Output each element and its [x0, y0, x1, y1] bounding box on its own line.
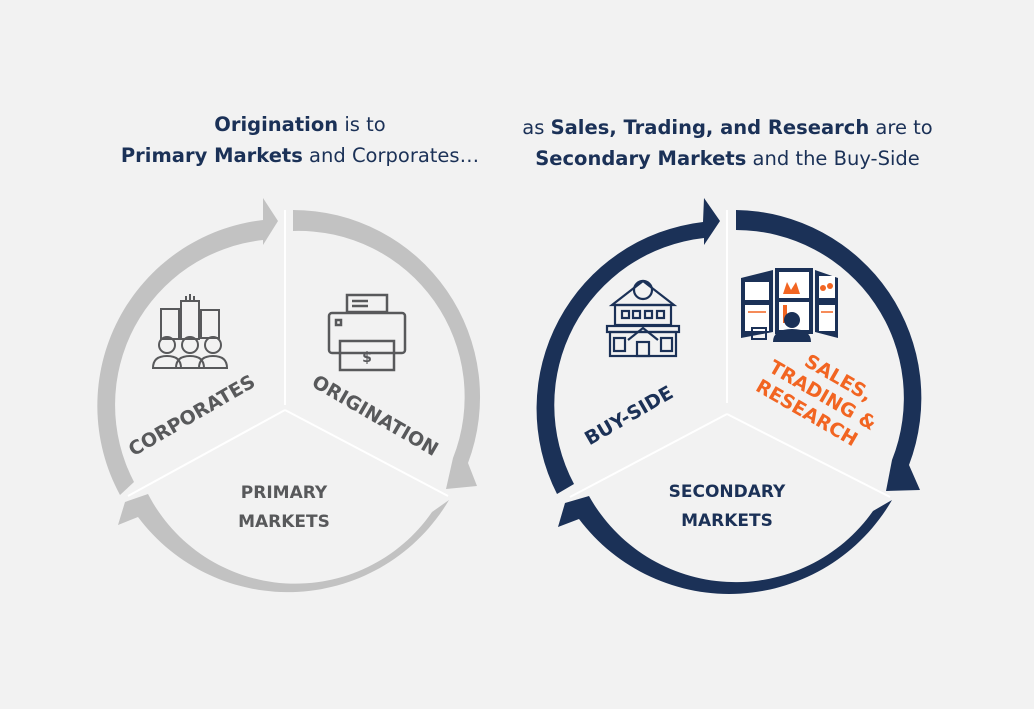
- right-dividers: [569, 210, 891, 498]
- left-heading: Origination is to Primary Markets and Co…: [90, 109, 510, 171]
- left-dividers: [127, 210, 449, 497]
- right-cycle-arrows: [536, 198, 922, 594]
- left-heading-origination: Origination: [214, 113, 339, 136]
- left-arrow-bottom: [118, 494, 449, 593]
- left-cycle: $ CORPORATES ORIGINATION PRIMARY MARKETS: [97, 198, 481, 593]
- bank-building-icon: [605, 279, 681, 358]
- buildings-with-people-icon: [151, 294, 229, 369]
- right-heading-secondary-markets: Secondary Markets: [535, 147, 747, 170]
- label-primary: PRIMARY: [241, 483, 328, 503]
- label-origination: ORIGINATION: [308, 371, 442, 461]
- right-cycle: BUY-SIDE SALES, TRADING & RESEARCH SECON…: [536, 198, 922, 594]
- right-heading-str: Sales, Trading, and Research: [550, 116, 870, 139]
- left-heading-primary-markets: Primary Markets: [120, 144, 303, 167]
- right-heading: as Sales, Trading, and Research are to S…: [505, 112, 950, 174]
- right-heading-pre: as: [522, 116, 551, 139]
- left-cycle-arrows: [97, 198, 481, 593]
- right-arrow-top: [536, 198, 720, 494]
- label-secondary: SECONDARY: [669, 482, 786, 502]
- right-arrow-right: [736, 210, 922, 491]
- printer-money-icon: $: [327, 293, 407, 372]
- dollar-sign: $: [362, 350, 372, 366]
- left-heading-text: is to: [338, 113, 386, 136]
- label-markets-2: MARKETS: [681, 511, 773, 531]
- label-corporates: CORPORATES: [125, 371, 259, 461]
- right-heading-text-2: and the Buy-Side: [746, 147, 920, 170]
- label-buy-side: BUY-SIDE: [581, 382, 677, 450]
- left-arrow-right: [293, 210, 481, 489]
- left-heading-text-2: and Corporates…: [302, 144, 480, 167]
- right-heading-text: are to: [869, 116, 933, 139]
- trading-desk-icon: [741, 268, 838, 342]
- left-arrow-top: [97, 198, 278, 495]
- label-markets: MARKETS: [238, 512, 330, 532]
- right-arrow-bottom: [558, 496, 892, 594]
